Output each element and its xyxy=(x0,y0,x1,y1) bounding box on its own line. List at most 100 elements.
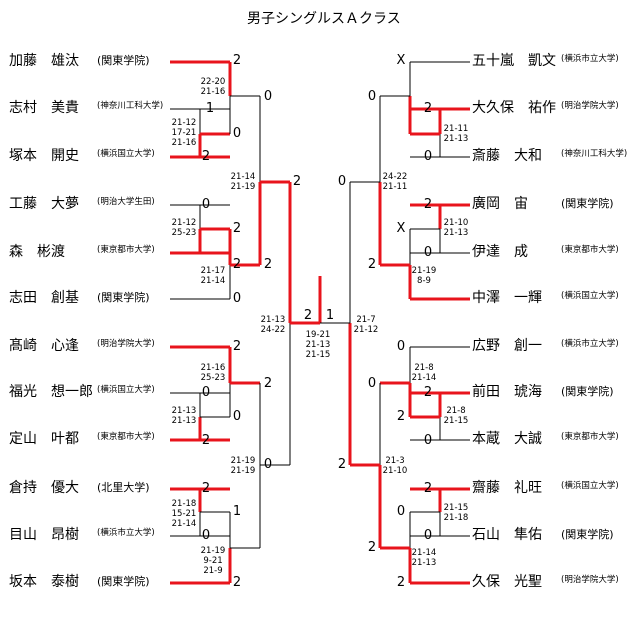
game-score-line: 21-14 xyxy=(171,519,197,529)
player-team-right: (神奈川工科大学) xyxy=(561,149,628,159)
match-score: 2 xyxy=(232,339,242,354)
game-score-line: 21-19 xyxy=(411,266,437,276)
match-score: 2 xyxy=(337,457,347,472)
match-score: 0 xyxy=(396,504,406,519)
match-score: 2 xyxy=(292,174,302,189)
player-team-left: (明治大学生田) xyxy=(97,197,155,207)
game-score-line: 15-21 xyxy=(171,509,197,519)
game-score-line: 21-3 xyxy=(385,456,405,466)
game-score-line: 21-16 xyxy=(200,363,226,373)
match-score: 0 xyxy=(396,339,406,354)
player-team-right: (関東学院) xyxy=(561,385,614,398)
match-score: 0 xyxy=(232,409,242,424)
game-score-line: 21-13 xyxy=(411,558,437,568)
match-score: 1 xyxy=(232,504,242,519)
player-name-left: 目山 昂樹 xyxy=(9,527,79,543)
player-name-right: 石山 隼佑 xyxy=(472,527,542,543)
match-score: 0 xyxy=(423,528,433,543)
game-score-line: 24-22 xyxy=(382,172,408,182)
match-score: 2 xyxy=(232,257,242,272)
player-name-left: 定山 叶都 xyxy=(9,431,79,447)
player-team-left: (東京都市大学) xyxy=(97,432,155,442)
match-score: 2 xyxy=(263,376,273,391)
game-score-line: 21-19 xyxy=(200,546,226,556)
match-score: 0 xyxy=(263,457,273,472)
game-score-line: 9-21 xyxy=(203,556,223,566)
game-score-line: 25-23 xyxy=(200,373,226,383)
match-score: 2 xyxy=(201,149,211,164)
player-name-right: 中澤 一輝 xyxy=(472,290,542,306)
game-score-line: 21-8 xyxy=(414,363,434,373)
match-score: 0 xyxy=(263,89,273,104)
game-score-line: 21-17 xyxy=(200,266,226,276)
game-score-line: 21-13 xyxy=(260,315,286,325)
player-team-left: (横浜国立大学) xyxy=(97,385,155,395)
game-score-line: 21-12 xyxy=(171,218,197,228)
player-team-left: (関東学院) xyxy=(97,575,150,588)
game-score-line: 21-14 xyxy=(411,373,437,383)
game-score-line: 21-10 xyxy=(382,466,408,476)
player-team-right: (東京都市大学) xyxy=(561,432,619,442)
game-score-line: 19-21 xyxy=(305,330,331,340)
match-score: 2 xyxy=(423,101,433,116)
game-score-line: 8-9 xyxy=(417,276,431,286)
player-name-right: 廣岡 宙 xyxy=(472,196,528,212)
match-score: 2 xyxy=(423,385,433,400)
player-name-right: 伊達 成 xyxy=(472,244,528,260)
game-score-line: 21-12 xyxy=(353,325,379,335)
game-score-line: 21-13 xyxy=(443,228,469,238)
player-name-right: 前田 琥海 xyxy=(472,384,542,400)
player-name-right: 齋藤 礼旺 xyxy=(472,480,542,496)
match-score: X xyxy=(396,53,406,68)
player-team-left: (東京都市大学) xyxy=(97,245,155,255)
match-score: 2 xyxy=(201,481,211,496)
player-name-left: 加藤 雄汰 xyxy=(9,53,79,69)
game-score-line: 24-22 xyxy=(260,325,286,335)
match-score: 2 xyxy=(201,433,211,448)
player-team-left: (神奈川工科大学) xyxy=(97,101,164,111)
player-team-left: (北里大学) xyxy=(97,481,150,494)
match-score: 0 xyxy=(423,433,433,448)
match-score: 2 xyxy=(367,257,377,272)
player-team-left: (明治学院大学) xyxy=(97,339,155,349)
game-score-line: 21-13 xyxy=(443,134,469,144)
player-team-right: (横浜市立大学) xyxy=(561,339,619,349)
match-score: 0 xyxy=(367,376,377,391)
player-team-left: (横浜国立大学) xyxy=(97,149,155,159)
game-score-line: 21-9 xyxy=(203,566,223,576)
player-name-left: 倉持 優大 xyxy=(9,480,79,496)
game-score-line: 21-14 xyxy=(230,172,256,182)
game-score-line: 21-15 xyxy=(443,503,469,513)
game-score-line: 21-19 xyxy=(230,466,256,476)
player-team-right: (明治学院大学) xyxy=(561,575,619,585)
match-score: 2 xyxy=(232,575,242,590)
player-name-right: 広野 創一 xyxy=(472,338,542,354)
game-score-line: 21-12 xyxy=(171,118,197,128)
player-name-right: 斎藤 大和 xyxy=(472,148,542,164)
match-score: 2 xyxy=(232,221,242,236)
match-score: 2 xyxy=(303,308,313,323)
player-team-right: (関東学院) xyxy=(561,528,614,541)
game-score-line: 21-13 xyxy=(171,416,197,426)
player-name-left: 志村 美貴 xyxy=(9,100,79,116)
match-score: 2 xyxy=(232,53,242,68)
game-score-line: 21-18 xyxy=(443,513,469,523)
player-team-right: (横浜国立大学) xyxy=(561,481,619,491)
